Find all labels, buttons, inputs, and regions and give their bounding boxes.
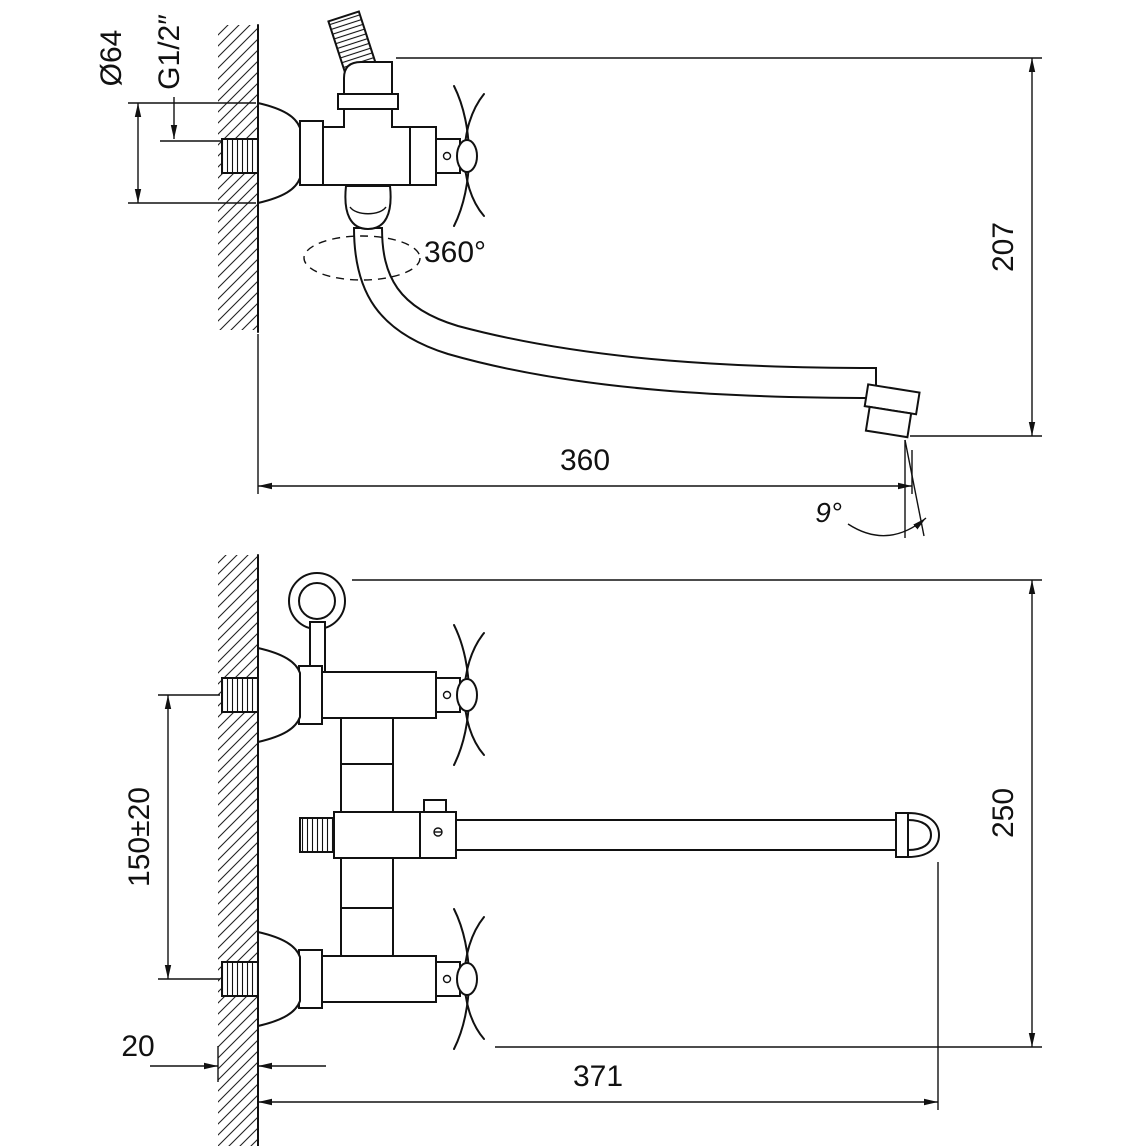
- reach-bottom-label: 371: [573, 1060, 623, 1093]
- wall-section-bottom: [218, 554, 259, 1146]
- dimension-wall-thickness: 20: [121, 1030, 326, 1082]
- swivel-rotation-ellipse: [303, 235, 421, 281]
- wall-thickness-label: 20: [121, 1030, 154, 1063]
- spout-swivel-nut: [344, 185, 392, 231]
- wall-section-top: [218, 24, 259, 333]
- escutcheon-lower: [257, 930, 301, 1028]
- cross-handle-top-view: [435, 85, 485, 227]
- inlet-neck-upper: [320, 671, 437, 719]
- escutcheon-top-view: [257, 101, 301, 205]
- height-top-label: 207: [987, 222, 1020, 272]
- dimension-reach-top: 360: [257, 334, 913, 494]
- escutcheon-collar-upper: [298, 665, 323, 725]
- dimension-height-bottom: 250: [352, 579, 1042, 1048]
- spout-pipe-plan: [455, 811, 941, 859]
- shower-hose-stub: [299, 817, 335, 853]
- escutcheon-upper: [257, 646, 301, 744]
- swivel-spout: [352, 227, 877, 400]
- dimension-inlet-centers: 150±20: [123, 694, 220, 980]
- dimension-spout-angle: 9°: [815, 439, 927, 538]
- union-nut: [337, 93, 399, 110]
- dimension-reach-bottom: 371: [258, 862, 939, 1110]
- dimension-thread: G1/2″: [153, 14, 222, 142]
- dimension-diameter: Ø64: [95, 30, 256, 204]
- diameter-label: Ø64: [95, 30, 128, 87]
- bottom-view: 150±20 250 20 371: [121, 554, 1042, 1146]
- cross-handle-upper: [435, 624, 485, 766]
- wall-thread-tail-upper: [221, 677, 259, 713]
- cross-handle-lower: [435, 908, 485, 1050]
- escutcheon-collar: [299, 120, 324, 186]
- wall-thread-tail-lower: [221, 961, 259, 997]
- spout-angle-label: 9°: [815, 497, 842, 528]
- height-bottom-label: 250: [987, 788, 1020, 838]
- escutcheon-collar-lower: [298, 949, 323, 1009]
- dimension-height-top: 207: [396, 57, 1042, 437]
- inlet-neck-lower: [320, 955, 437, 1003]
- thread-label: G1/2″: [153, 14, 186, 90]
- spout-nut-detail: [349, 206, 387, 215]
- reach-top-label: 360: [560, 444, 610, 477]
- swivel-angle-label: 360°: [424, 236, 486, 269]
- faucet-body-top: [322, 126, 437, 186]
- inlet-centers-label: 150±20: [123, 787, 156, 887]
- wall-thread-tail-top: [221, 138, 259, 174]
- diverter-valve-block: [333, 799, 457, 859]
- spout-nozzle: [863, 383, 921, 439]
- top-view: 360° Ø64 G1/2″ 207 360: [95, 10, 1042, 538]
